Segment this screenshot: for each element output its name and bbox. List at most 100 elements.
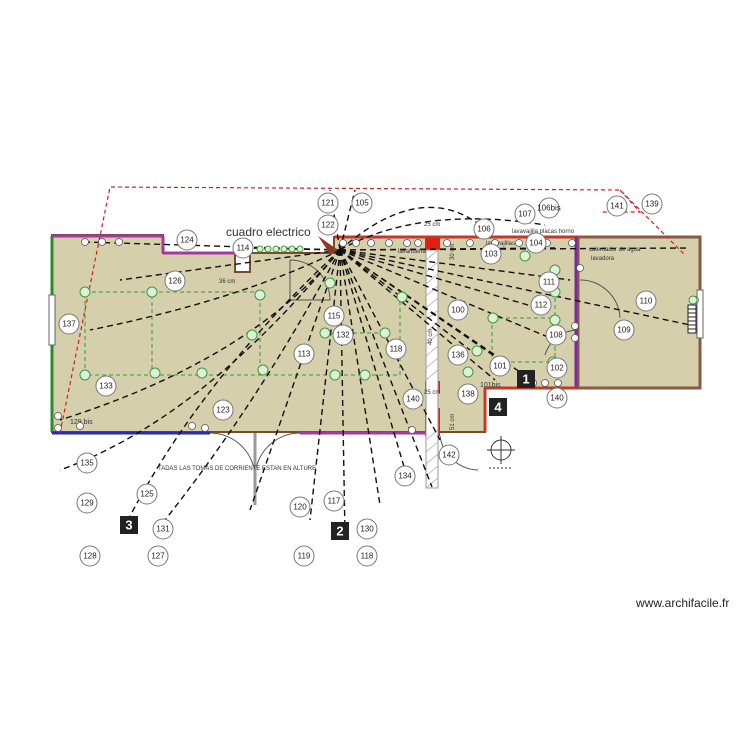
svg-text:115: 115 [328,312,341,321]
circle-119: 119 [293,545,315,567]
svg-text:122: 122 [321,221,335,230]
circle-140-a: 140 [402,388,424,410]
svg-text:25 cm: 25 cm [424,222,440,228]
radiator [687,304,697,334]
svg-text:102: 102 [550,364,564,373]
badge-2: 2 [331,522,349,540]
svg-text:30 cm: 30 cm [450,244,456,260]
switch-row [256,245,304,253]
circle-127: 127 [147,545,169,567]
svg-text:113: 113 [298,350,311,359]
circle-109: 109 [613,319,635,341]
svg-text:calentador de agua: calentador de agua [589,247,641,253]
svg-text:140: 140 [550,394,564,403]
svg-text:3: 3 [125,518,132,533]
circle-114: 114 [232,237,254,259]
circle-105: 105 [351,192,373,214]
radiator-lines [688,308,696,330]
svg-text:140: 140 [406,395,420,404]
circle-131: 131 [152,518,174,540]
circle-140-b: 140 [546,387,568,409]
svg-text:136: 136 [451,351,465,360]
circle-137: 137 [58,313,80,335]
svg-text:104: 104 [529,239,543,248]
circle-130: 130 [356,518,378,540]
svg-text:101: 101 [493,362,507,371]
circle-122: 122 [317,214,339,236]
svg-text:1: 1 [522,372,529,387]
svg-text:106bis: 106bis [537,204,561,213]
circle-128: 128 [79,545,101,567]
main-door [209,432,301,505]
svg-text:lavavajillas: lavavajillas [486,241,515,247]
svg-text:lavavajilla placas horno: lavavajilla placas horno [512,229,575,235]
svg-text:2: 2 [336,524,343,539]
svg-text:142: 142 [442,451,456,460]
column-top [425,238,440,250]
outer-route-red [59,186,686,434]
circle-104: 104 [525,232,547,254]
svg-text:120: 120 [293,503,307,512]
svg-text:36 cm: 36 cm [219,279,235,285]
circle-136: 136 [447,344,469,366]
interior-door [289,259,331,301]
panel-cables [59,189,691,536]
svg-text:100: 100 [451,306,465,315]
svg-text:130: 130 [360,525,374,534]
svg-text:138: 138 [461,390,475,399]
circle-124: 124 [176,229,198,251]
circle-126: 126 [164,270,186,292]
circle-112: 112 [530,294,552,316]
svg-text:lavadora: lavadora [591,256,615,262]
svg-text:4: 4 [494,400,502,415]
svg-text:40 cm: 40 cm [428,329,434,345]
circle-100: 100 [447,299,469,321]
circle-118-b: 118 [356,545,378,567]
svg-text:101bis: 101bis [480,382,501,389]
circle-108: 108 [545,324,567,346]
svg-text:TADAS LAS TOMAS DE CORRIENTE E: TADAS LAS TOMAS DE CORRIENTE ESTAN EN AL… [158,466,316,472]
watermark: www.archifacile.fr [636,596,730,610]
svg-text:103: 103 [484,250,498,259]
svg-text:119: 119 [298,552,311,561]
svg-text:126: 126 [168,277,182,286]
circle-125: 125 [136,483,158,505]
circle-103: 103 [480,243,502,265]
svg-text:cuadro electrico: cuadro electrico [226,225,311,239]
svg-text:51 cm: 51 cm [450,414,456,430]
circle-113: 113 [293,343,315,365]
circle-107: 107 [514,203,536,225]
svg-text:107: 107 [518,210,532,219]
numbered-circles: 121 122 105 106 107 106bis 141 139 124 1… [58,192,663,567]
svg-text:124: 124 [180,236,194,245]
badge-3: 3 [120,516,138,534]
laundry-door [579,279,621,319]
left-window [48,294,56,346]
svg-text:125: 125 [140,490,154,499]
circle-139: 139 [641,193,663,215]
svg-text:133: 133 [99,382,113,391]
svg-text:114: 114 [237,244,250,253]
svg-text:123: 123 [216,406,230,415]
svg-text:106: 106 [477,225,491,234]
circle-106: 106 [473,218,495,240]
svg-text:121: 121 [321,199,335,208]
svg-text:139: 139 [645,200,659,209]
circle-135: 135 [76,452,98,474]
badge-1: 1 [517,370,535,388]
svg-text:112: 112 [535,301,548,310]
svg-text:118: 118 [361,552,374,561]
laundry-room [576,235,702,390]
circle-132: 132 [332,324,354,346]
circle-101: 101 [489,355,511,377]
svg-text:109: 109 [617,326,631,335]
compass-symbol [487,436,515,469]
circle-106bis: 106bis [537,197,561,219]
svg-text:lavanderia: lavanderia [398,249,426,255]
svg-text:131: 131 [156,525,170,534]
circle-141: 141 [606,195,628,217]
svg-text:118: 118 [390,345,403,354]
svg-text:135: 135 [80,459,94,468]
electrical-panel: cuadro electrico [226,225,338,254]
